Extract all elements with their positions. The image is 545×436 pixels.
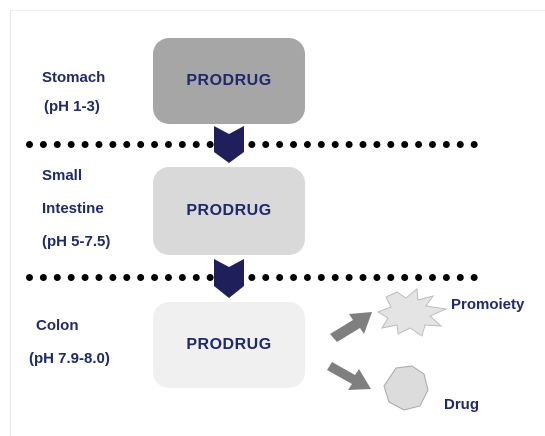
stage-label-line: Stomach bbox=[42, 69, 106, 86]
stage-label-line: (pH 7.9-8.0) bbox=[29, 350, 110, 367]
stage-label-stomach: Stomach (pH 1-3) bbox=[42, 68, 105, 117]
stage-label-line: Small bbox=[42, 167, 83, 184]
stage-label-line: (pH 1-3) bbox=[44, 98, 100, 115]
arrow-right-up-icon bbox=[330, 312, 372, 342]
arrow-right-down-icon bbox=[327, 362, 371, 390]
stage-label-line: Colon bbox=[36, 317, 79, 334]
stage-label-small-intestine: Small Intestine (pH 5-7.5) bbox=[42, 166, 110, 252]
stage-label-colon: Colon (pH 7.9-8.0) bbox=[29, 316, 110, 369]
octagon-icon bbox=[383, 365, 429, 411]
prodrug-box-stomach: PRODRUG bbox=[153, 38, 305, 124]
stage-label-line: (pH 5-7.5) bbox=[42, 233, 111, 250]
frame-left-edge bbox=[10, 10, 11, 436]
drug-label: Drug bbox=[444, 396, 479, 413]
prodrug-label: PRODRUG bbox=[186, 72, 272, 89]
promoiety-label: Promoiety bbox=[451, 296, 525, 313]
frame-top-edge bbox=[10, 10, 545, 11]
chevron-down-icon bbox=[214, 126, 244, 163]
prodrug-box-small-intestine: PRODRUG bbox=[153, 167, 305, 255]
stage-divider-1 bbox=[26, 141, 478, 148]
prodrug-box-colon: PRODRUG bbox=[153, 302, 305, 388]
chevron-down-icon bbox=[214, 259, 244, 298]
burst-icon bbox=[376, 288, 448, 337]
stage-divider-2 bbox=[26, 274, 478, 281]
prodrug-label: PRODRUG bbox=[186, 202, 272, 219]
stage-label-line: Intestine bbox=[42, 200, 104, 217]
prodrug-label: PRODRUG bbox=[186, 336, 272, 353]
